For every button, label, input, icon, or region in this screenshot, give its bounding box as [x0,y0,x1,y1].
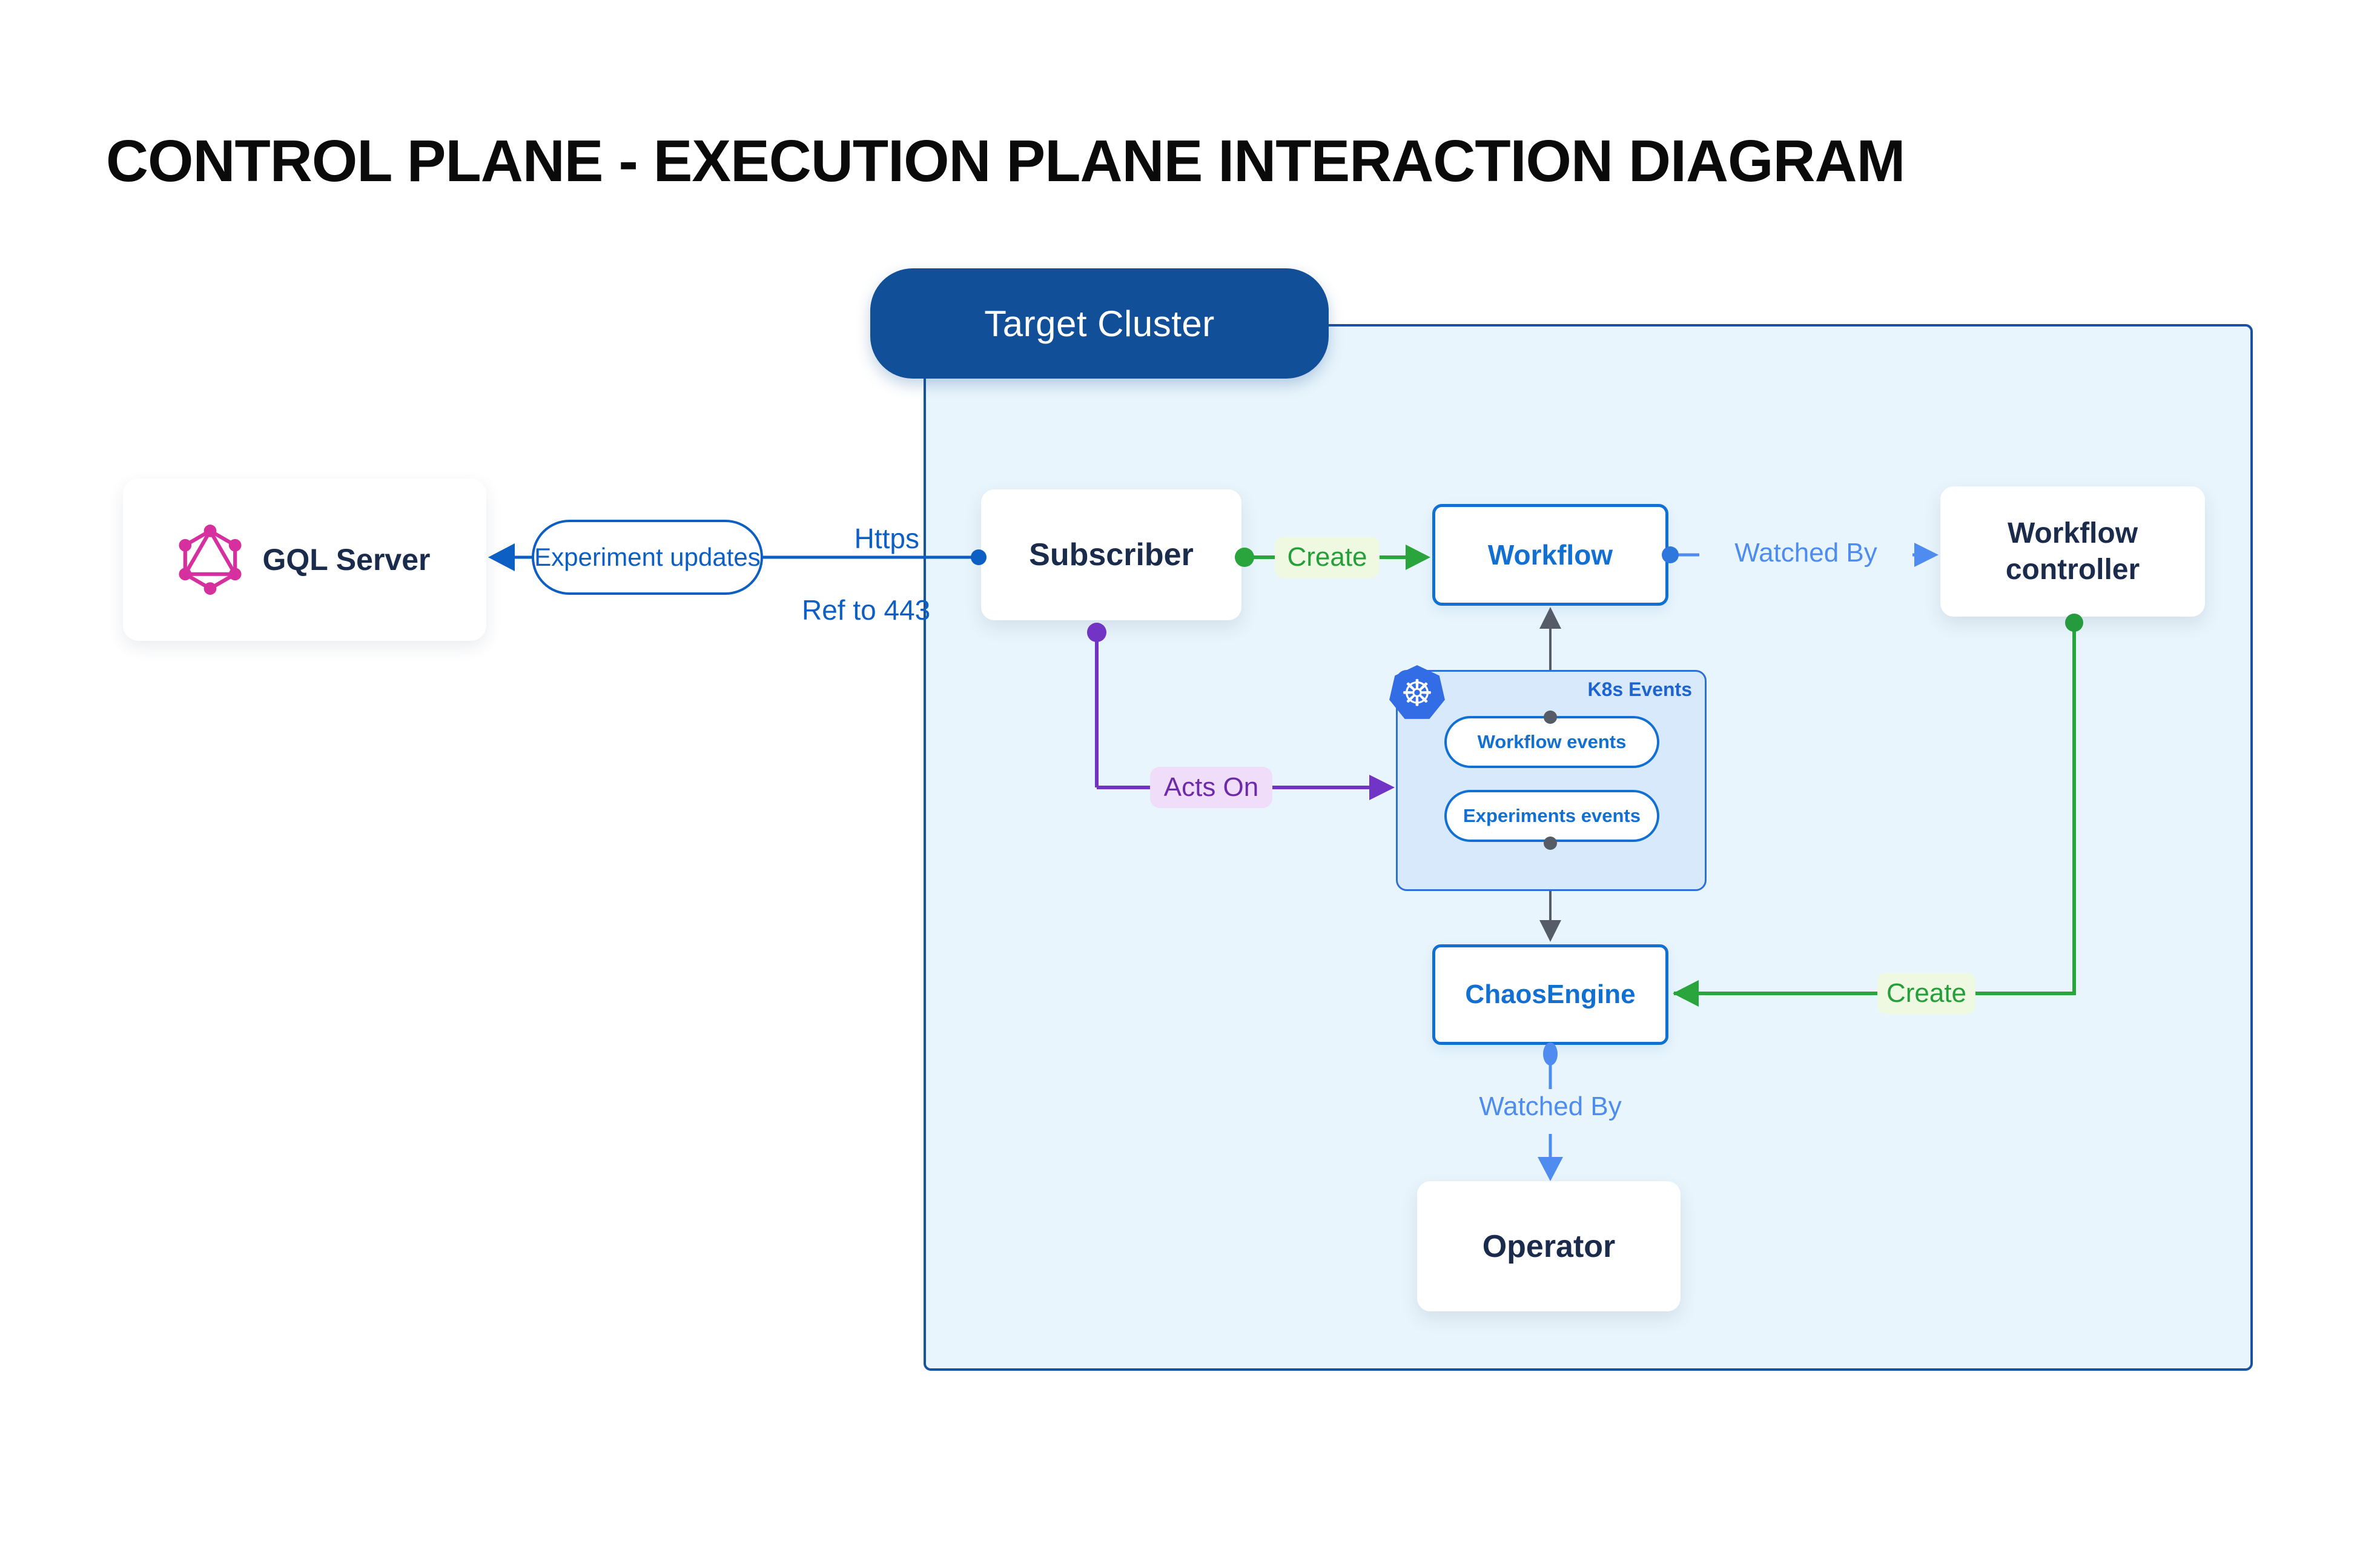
workflow-controller-label: Workflow controller [2005,517,2140,586]
node-workflow-events: Workflow events [1444,716,1659,768]
workflow-label: Workflow [1487,539,1613,571]
edge-label-experiment-updates: Experiment updates [532,520,763,595]
target-cluster-pill: Target Cluster [870,268,1329,379]
https-text: Https [854,523,919,554]
subscriber-label: Subscriber [1029,537,1194,572]
graphql-icon [179,524,242,595]
operator-label: Operator [1482,1228,1616,1264]
kubernetes-icon: ☸ [1389,665,1445,719]
node-subscriber: Subscriber [981,489,1241,620]
edge-label-watched-by-operator: Watched By [1459,1092,1641,1122]
node-chaos-engine: ChaosEngine [1432,944,1668,1045]
edge-label-create-chaosengine: Create [1877,973,1975,1014]
edge-label-create-workflow: Create [1275,537,1380,578]
kubernetes-wheel-glyph: ☸ [1401,673,1433,714]
page-title: CONTROL PLANE - EXECUTION PLANE INTERACT… [106,128,1905,194]
target-cluster-label: Target Cluster [984,303,1215,344]
create-workflow-text: Create [1287,542,1367,572]
k8s-events-group [1396,670,1707,891]
connector-controller-chaosengine [1674,624,2076,995]
experiment-updates-text: Experiment updates [534,542,761,571]
k8s-events-group-label: K8s Events [1537,678,1692,701]
node-gql-server: GQL Server [123,479,486,641]
watched-by-operator-text: Watched By [1479,1092,1622,1121]
experiments-events-label: Experiments events [1463,805,1641,826]
edge-label-watched-by-workflow: Watched By [1703,538,1909,568]
edge-label-acts-on: Acts On [1150,767,1272,808]
acts-on-text: Acts On [1163,772,1259,802]
node-operator: Operator [1417,1181,1681,1311]
edge-label-https: Https [762,522,919,555]
connector-subscriber-k8sevents [1095,632,1371,789]
workflow-events-label: Workflow events [1477,731,1627,752]
node-workflow-controller: Workflow controller [1940,486,2205,617]
chaos-engine-label: ChaosEngine [1465,979,1636,1009]
k8s-events-text: K8s Events [1587,678,1692,700]
edge-label-ref-443: Ref to 443 [802,594,983,626]
ref-443-text: Ref to 443 [802,594,931,626]
gql-server-label: GQL Server [262,543,431,577]
watched-by-workflow-text: Watched By [1734,538,1877,568]
create-chaosengine-text: Create [1886,978,1967,1008]
node-workflow: Workflow [1432,504,1668,606]
node-experiments-events: Experiments events [1444,790,1659,842]
